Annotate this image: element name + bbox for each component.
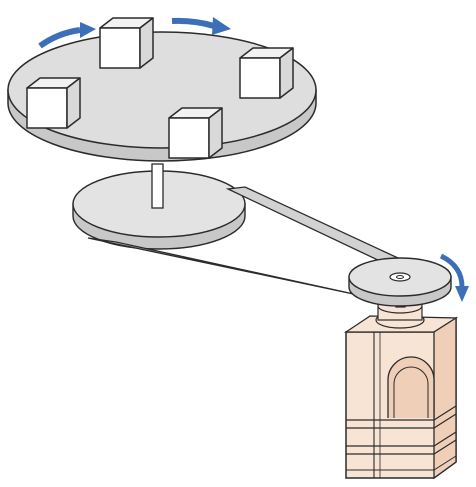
cube-icon [239, 47, 294, 99]
cube-front-face [26, 87, 68, 129]
curved-arrow-icon [38, 27, 81, 49]
arrowhead-left [80, 22, 96, 38]
curved-arrow-icon [171, 17, 215, 29]
cube-front-face [168, 117, 210, 159]
cube-side-face [208, 107, 223, 159]
curved-arrow-icon [439, 253, 465, 288]
arrowhead-down [455, 286, 469, 302]
pulley-rotation-arrow [439, 253, 469, 302]
workpiece-cubes [26, 17, 294, 159]
turntable-shaft [151, 163, 164, 209]
turntable [7, 31, 317, 162]
cube-side-face [139, 17, 154, 69]
cube-icon [99, 17, 154, 69]
arrowhead-right [212, 17, 231, 35]
turntable-rotation-arrows [38, 17, 231, 49]
motor [343, 282, 459, 480]
cube-side-face [279, 47, 294, 99]
drive-pulley [348, 257, 452, 307]
cube-side-face [66, 77, 81, 129]
cube-front-face [239, 57, 281, 99]
cube-front-face [99, 27, 141, 69]
cube-icon [26, 77, 81, 129]
cube-icon [168, 107, 223, 159]
